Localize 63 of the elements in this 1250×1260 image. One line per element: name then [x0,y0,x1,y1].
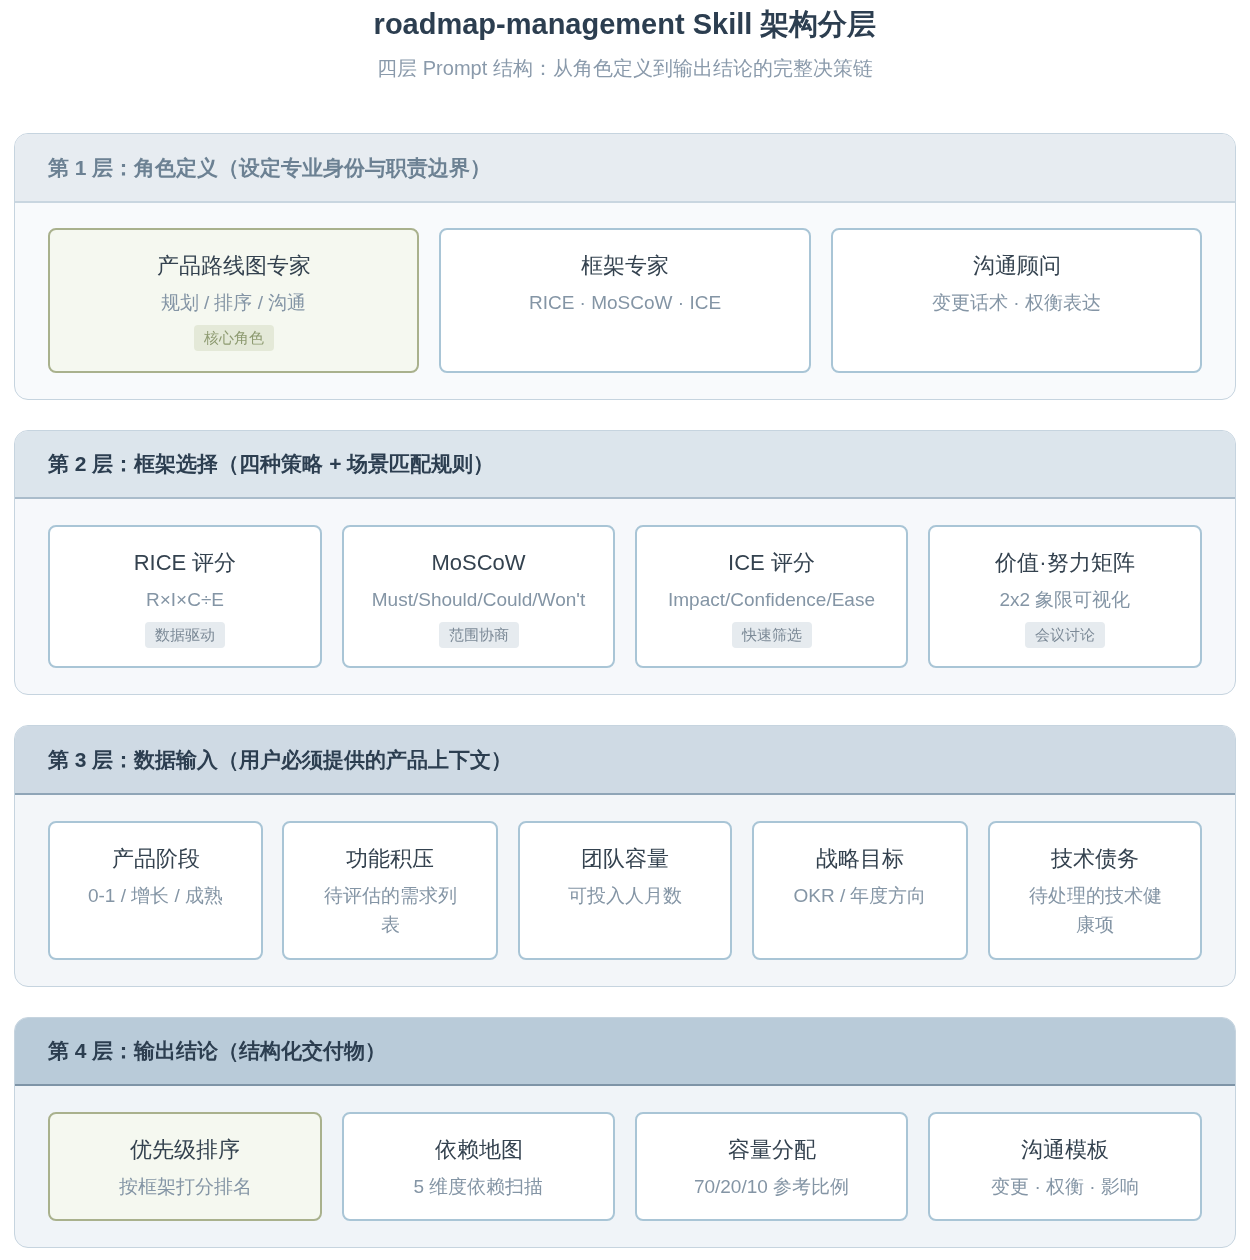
card-title: 产品路线图专家 [156,252,311,280]
input-card [988,821,1202,960]
card-title: 依赖地图 [434,1136,523,1164]
card-subtitle: 待处理的技术健康项 [1027,884,1163,937]
layer-panel [14,133,1236,400]
framework-card [342,525,615,668]
tag-badge: 数据驱动 [145,622,225,648]
output-card [342,1112,615,1221]
card-title: ICE 评分 [728,549,815,577]
card-title: 沟通顾问 [972,252,1061,280]
tag-badge: 核心角色 [193,325,274,351]
framework-card [635,525,908,668]
card-subtitle: 按框架打分排名 [118,1175,252,1199]
card-title: 团队容量 [581,845,669,873]
card-subtitle: 2x2 象限可视化 [999,588,1131,612]
layer-heading: 第 2 层：框架选择（四种策略 + 场景匹配规则） [48,451,495,477]
layer-heading: 第 4 层：输出结论（结构化交付物） [48,1038,387,1064]
card-subtitle: 70/20/10 参考比例 [693,1175,850,1199]
subtitle: 四层 Prompt 结构：从角色定义到输出结论的完整决策链 [377,56,873,81]
layer-heading: 第 3 层：数据输入（用户必须提供的产品上下文） [48,746,513,773]
role-card [439,228,811,373]
layer-panel [14,725,1236,987]
output-card [635,1112,908,1221]
input-card [518,821,732,960]
card-title: 价值·努力矩阵 [995,549,1135,577]
framework-card [48,525,322,668]
layer-panel [14,430,1236,695]
input-card [752,821,968,960]
card-title: 容量分配 [727,1136,816,1164]
card-title: MoSCoW [431,549,526,577]
card-title: 框架专家 [581,252,669,280]
card-subtitle: 待评估的需求列表 [322,884,458,937]
input-card [282,821,498,960]
role-card [48,228,419,373]
input-card [48,821,263,960]
card-subtitle: OKR / 年度方向 [793,884,927,908]
card-subtitle: R×I×C÷E [146,588,224,612]
role-card [831,228,1202,373]
framework-card [928,525,1202,668]
title: roadmap-management Skill 架构分层 [373,7,877,42]
card-title: 技术债务 [1051,845,1139,873]
tag-badge: 快速筛选 [731,622,812,648]
card-subtitle: 0-1 / 增长 / 成熟 [87,884,224,908]
output-card [928,1112,1202,1221]
card-title: 产品阶段 [111,845,200,873]
card-subtitle: 变更 · 权衡 · 影响 [991,1175,1139,1199]
tag-badge: 范围协商 [438,622,519,648]
card-subtitle: 5 维度依赖扫描 [413,1175,544,1199]
card-title: 沟通模板 [1021,1136,1109,1164]
card-subtitle: 可投入人月数 [568,884,682,908]
card-subtitle: Impact/Confidence/Ease [668,588,875,612]
card-title: 功能积压 [346,845,434,873]
card-subtitle: 规划 / 排序 / 沟通 [160,291,307,315]
layer-heading: 第 1 层：角色定义（设定专业身份与职责边界） [48,154,492,181]
card-subtitle: 变更话术 · 权衡表达 [932,291,1101,315]
card-title: RICE 评分 [133,549,237,577]
card-title: 战略目标 [816,845,904,873]
layer-panel [14,1017,1236,1248]
output-card [48,1112,322,1221]
tag-badge: 会议讨论 [1025,622,1105,648]
card-subtitle: RICE · MoSCoW · ICE [528,291,722,315]
card-subtitle: Must/Should/Could/Won't [371,588,586,612]
card-title: 优先级排序 [130,1136,240,1164]
